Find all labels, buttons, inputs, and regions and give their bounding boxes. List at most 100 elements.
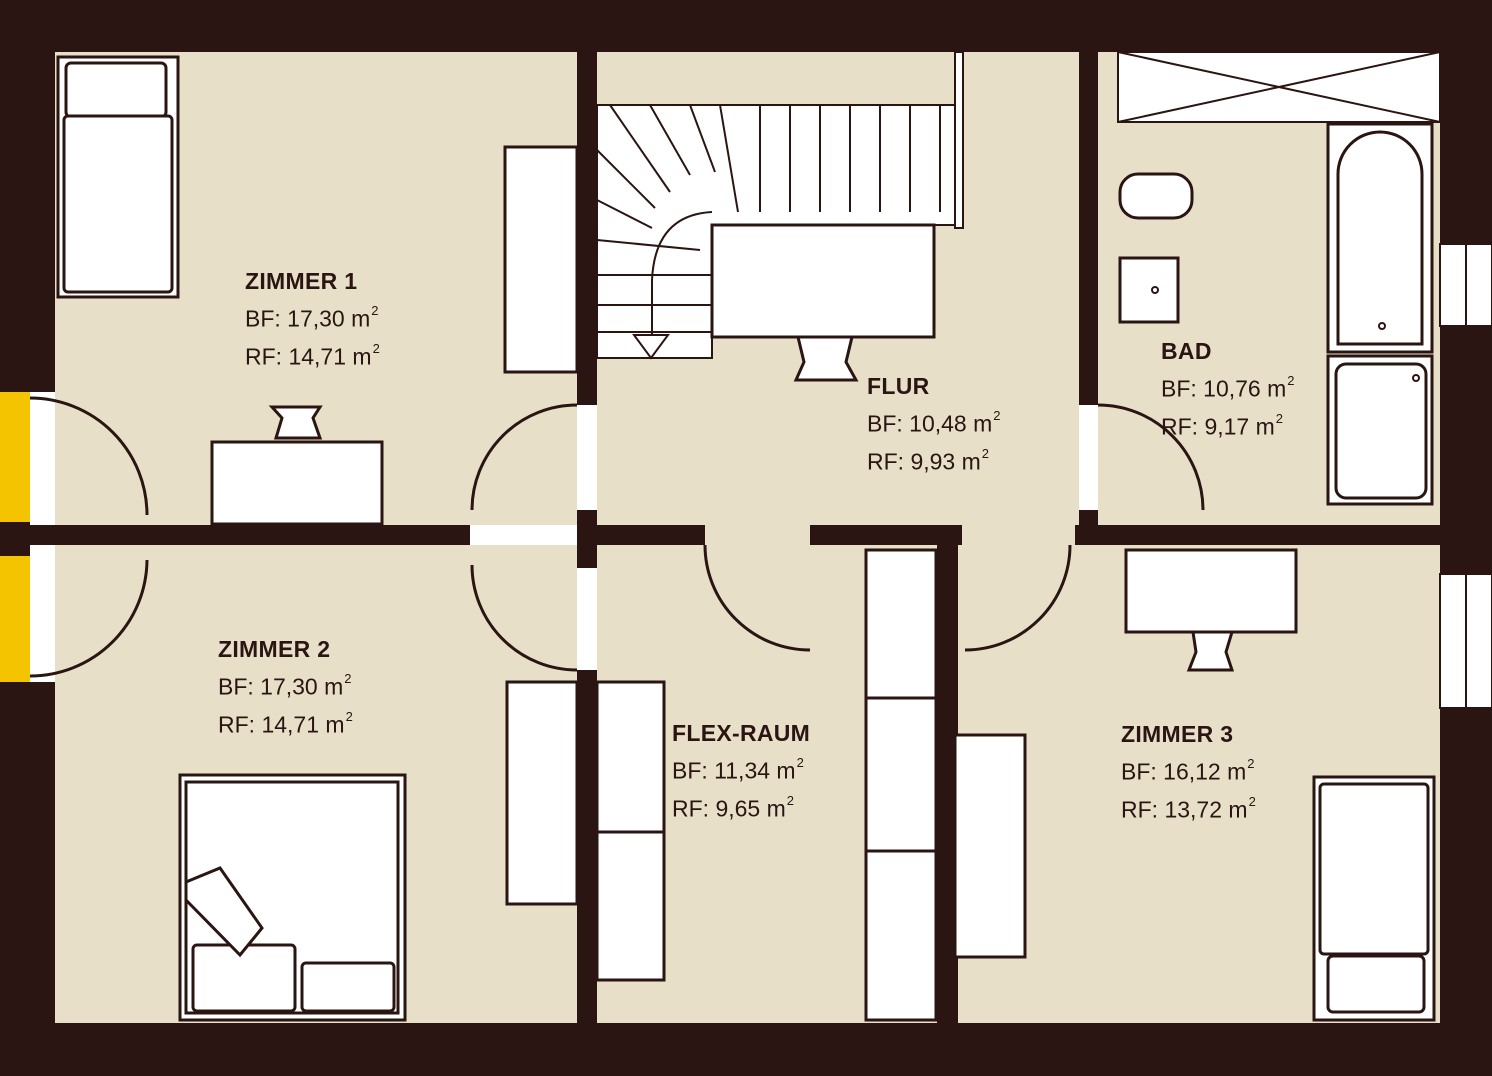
unit-exponent: 2: [1248, 793, 1256, 809]
room-name: FLEX-RAUM: [672, 720, 811, 746]
stair-step: [649, 104, 691, 176]
bf-label: BF:: [1161, 375, 1197, 402]
unit-exponent: 2: [993, 408, 1001, 423]
pillow-zimmer2-right: [300, 961, 396, 1013]
room-name: ZIMMER 2: [218, 636, 331, 662]
rf-label: RF:: [1121, 796, 1159, 823]
door-bad: [1097, 403, 1205, 511]
door-flex-raum: [703, 544, 811, 652]
door-zimmer2: [470, 564, 578, 672]
wall-flur-flex-right: [810, 525, 962, 545]
bf-area: BF: 10,76 m2: [1161, 374, 1295, 402]
stair-step: [609, 104, 671, 193]
blanket-fold-zimmer2: [184, 866, 264, 958]
wardrobe-zimmer3: [953, 733, 1027, 959]
stair-direction-arrow: [632, 334, 670, 360]
bf-area: BF: 10,48 m2: [867, 409, 1001, 437]
room-label-zimmer-2: ZIMMER 2 BF: 17,30 m2 RF: 14,71 m2: [218, 638, 353, 736]
chair-zimmer3: [1186, 630, 1235, 672]
rf-value: 14,71 m: [288, 343, 372, 370]
desk-zimmer1: [210, 440, 384, 526]
stair-step: [596, 239, 701, 251]
bf-label: BF:: [1121, 758, 1157, 785]
unit-exponent: 2: [1287, 373, 1295, 388]
rf-area: RF: 14,71 m2: [218, 710, 353, 738]
desk-zimmer3: [1124, 548, 1298, 634]
rf-value: 13,72 m: [1164, 796, 1248, 823]
bf-area: BF: 17,30 m2: [245, 304, 380, 332]
chair-zimmer1: [268, 405, 323, 440]
bf-area: BF: 17,30 m2: [218, 672, 353, 699]
chair-flur: [793, 335, 859, 382]
blanket-zimmer3: [1318, 782, 1430, 956]
unit-exponent: 2: [345, 708, 353, 724]
unit-exponent: 2: [371, 303, 379, 318]
bf-value: 16,12 m: [1163, 758, 1247, 785]
rf-label: RF:: [245, 343, 283, 370]
window-bad-skylight-cross-b: [1117, 51, 1441, 123]
bf-value: 17,30 m: [287, 305, 371, 332]
wall-left-inner-upper: [30, 52, 55, 392]
bf-value: 10,76 m: [1203, 375, 1287, 402]
bf-value: 10,48 m: [909, 410, 993, 437]
wall-left-middle: [0, 522, 30, 556]
wall-center-left-top: [577, 52, 597, 405]
bf-label: BF:: [867, 410, 903, 437]
room-label-zimmer-1: ZIMMER 1 BF: 17,30 m2 RF: 14,71 m2: [245, 270, 380, 368]
rf-value: 9,93 m: [910, 448, 981, 475]
door-zimmer3: [964, 544, 1072, 652]
bathtub-drain: [1378, 322, 1386, 330]
stair-step: [719, 104, 739, 213]
door-zimmer2-window: [29, 559, 149, 678]
bf-area: BF: 11,34 m2: [672, 756, 810, 784]
wall-bad-left: [1079, 52, 1098, 405]
pillow-zimmer1: [64, 61, 168, 119]
wall-top: [0, 0, 1492, 52]
bf-label: BF:: [245, 305, 281, 332]
rf-label: RF:: [867, 448, 905, 475]
room-name: BAD: [1161, 338, 1212, 364]
wardrobe-zimmer1: [503, 145, 579, 374]
stair-railing: [954, 51, 964, 229]
unit-exponent: 2: [344, 671, 352, 686]
unit-exponent: 2: [1275, 410, 1284, 426]
bf-area: BF: 16,12 m2: [1121, 757, 1256, 785]
unit-exponent: 2: [372, 340, 380, 356]
bf-value: 11,34 m: [714, 757, 796, 784]
cabinet-flex-1: [864, 548, 938, 700]
rf-value: 14,71 m: [261, 711, 345, 738]
door-zimmer1: [470, 403, 578, 511]
wall-zimmer-divider: [30, 525, 470, 545]
staircase: [596, 51, 964, 360]
window-left-lower: [0, 556, 30, 682]
stair-step: [596, 199, 653, 229]
shower-drain: [1412, 374, 1420, 382]
room-name: FLUR: [867, 373, 930, 399]
wall-flur-flex: [597, 525, 705, 545]
door-zimmer1-window: [29, 396, 149, 516]
shelf-flex-upper: [595, 680, 666, 834]
toilet-tank: [1118, 172, 1194, 220]
stair-step: [596, 149, 656, 209]
shower-inner: [1334, 362, 1428, 500]
wall-right-middle: [1440, 326, 1492, 574]
bf-label: BF:: [672, 757, 708, 784]
unit-exponent: 2: [786, 792, 795, 808]
rf-label: RF:: [1161, 413, 1199, 440]
rf-area: RF: 9,93 m2: [867, 447, 1001, 475]
desk-flur: [710, 223, 936, 339]
sink-tap: [1151, 286, 1159, 294]
stair-inner-curve: [651, 211, 713, 340]
window-left-upper: [0, 392, 30, 522]
sink: [1118, 256, 1180, 324]
wall-center-left-bottom: [577, 670, 597, 1023]
shelf-flex-lower: [595, 830, 666, 982]
rf-area: RF: 9,65 m2: [672, 794, 810, 821]
stair-step: [689, 104, 716, 173]
unit-exponent: 2: [981, 445, 990, 461]
pillow-zimmer2-left: [191, 943, 297, 1013]
cabinet-flex-2: [864, 696, 938, 853]
rf-area: RF: 13,72 m2: [1121, 795, 1256, 823]
wall-center-left-mid: [577, 510, 597, 568]
